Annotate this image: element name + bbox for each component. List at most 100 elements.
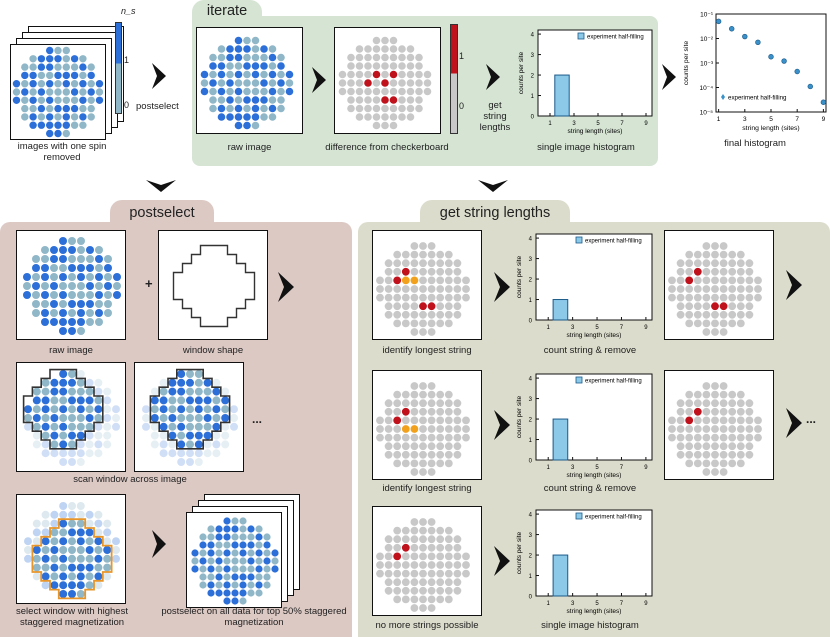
- lattice-site: [200, 70, 209, 79]
- lattice-site: [419, 285, 427, 293]
- lattice-site: [168, 422, 177, 431]
- lattice-site: [719, 276, 728, 285]
- lattice-site: [221, 396, 230, 405]
- lattice-site: [268, 79, 277, 87]
- lattice-site: [702, 459, 711, 468]
- lattice-site: [436, 319, 445, 328]
- lattice-site: [685, 285, 694, 293]
- lattice-site: [251, 62, 260, 70]
- lattice-site: [728, 433, 737, 442]
- lattice-site: [79, 104, 87, 113]
- lattice-site: [62, 121, 70, 129]
- lattice-site: [234, 53, 243, 62]
- lattice-site: [255, 557, 263, 565]
- lattice-site: [702, 425, 711, 433]
- lattice-site: [62, 46, 70, 55]
- lattice-site: [95, 318, 103, 326]
- lattice-site: [676, 450, 685, 459]
- lattice-site: [444, 459, 453, 468]
- lattice-site: [59, 422, 68, 431]
- lattice-site: [94, 405, 103, 414]
- final-point: [781, 58, 787, 64]
- lattice-site: [59, 282, 67, 290]
- lattice-site: [142, 414, 150, 422]
- lattice-site: [444, 293, 453, 302]
- hist-xtick-label: 9: [644, 325, 648, 331]
- hist-ytick-label: 4: [529, 237, 533, 243]
- lattice-site: [415, 96, 423, 104]
- lattice-site: [85, 554, 94, 563]
- lattice-site: [177, 405, 186, 414]
- lattice-site: [255, 573, 263, 581]
- lattice-site: [112, 405, 120, 414]
- lattice-site: [68, 572, 76, 581]
- lattice-site: [415, 87, 423, 96]
- lattice-site: [436, 302, 445, 311]
- lattice-site: [41, 546, 50, 554]
- lattice-site: [231, 525, 239, 533]
- gs-row1-arrow-1: [494, 272, 510, 302]
- lattice-site: [419, 425, 427, 433]
- lattice-site: [453, 569, 462, 578]
- lattice-site: [223, 573, 231, 581]
- lattice-site: [745, 433, 754, 442]
- lattice-site: [191, 557, 199, 565]
- lattice-site: [401, 399, 410, 408]
- lattice-site: [231, 589, 239, 597]
- lattice-site: [668, 285, 676, 293]
- lattice-site: [59, 327, 67, 335]
- lattice-site: [59, 590, 68, 598]
- lattice-site: [223, 597, 231, 605]
- lattice-site: [401, 267, 410, 276]
- lattice-site: [410, 561, 419, 569]
- lattice-site: [234, 96, 243, 104]
- lattice-site: [347, 104, 355, 113]
- lattice-site: [103, 537, 112, 546]
- lattice-site: [95, 264, 103, 272]
- lattice-site: [427, 407, 436, 416]
- lattice-site: [76, 572, 85, 581]
- lattice-site: [243, 36, 251, 45]
- lattice-site: [427, 310, 436, 319]
- lattice-site: [268, 45, 277, 53]
- lattice-site: [393, 561, 402, 569]
- lattice-site: [406, 96, 415, 104]
- lattice-site: [393, 433, 402, 442]
- lattice-site: [77, 309, 85, 317]
- lattice-site: [50, 528, 59, 537]
- lattice-site: [199, 533, 207, 541]
- lattice-site: [427, 518, 436, 526]
- lattice-site: [59, 378, 68, 387]
- lattice-site: [745, 267, 754, 276]
- lattice-site: [384, 543, 393, 552]
- lattice-site: [355, 53, 364, 62]
- lattice-site: [436, 250, 445, 259]
- lattice-site: [231, 541, 239, 549]
- lattice-site: [159, 431, 168, 440]
- lattice-site: [159, 378, 168, 387]
- lattice-site: [59, 318, 67, 326]
- lattice-site: [255, 541, 263, 549]
- lattice-site: [221, 414, 230, 422]
- final-point: [794, 68, 800, 75]
- lattice-site: [94, 510, 103, 519]
- lattice-site: [12, 88, 21, 96]
- lattice-site: [85, 405, 94, 414]
- lattice-site: [41, 273, 49, 281]
- lattice-site: [436, 569, 445, 578]
- lattice-site: [59, 387, 68, 396]
- lattice-site: [410, 459, 419, 468]
- lattice-site: [736, 425, 745, 433]
- lattice-site: [711, 310, 719, 319]
- lattice-site: [226, 96, 234, 104]
- lattice-site: [419, 442, 427, 451]
- lattice-site: [427, 328, 436, 336]
- lattice-site: [59, 563, 68, 572]
- lattice-site: [186, 422, 194, 431]
- lattice-site: [419, 276, 427, 285]
- top-arrow-2: [312, 67, 326, 93]
- lattice-site: [215, 525, 223, 533]
- lattice-site: [410, 586, 419, 595]
- lattice-site: [207, 533, 215, 541]
- final-xtick-label: 5: [769, 116, 773, 123]
